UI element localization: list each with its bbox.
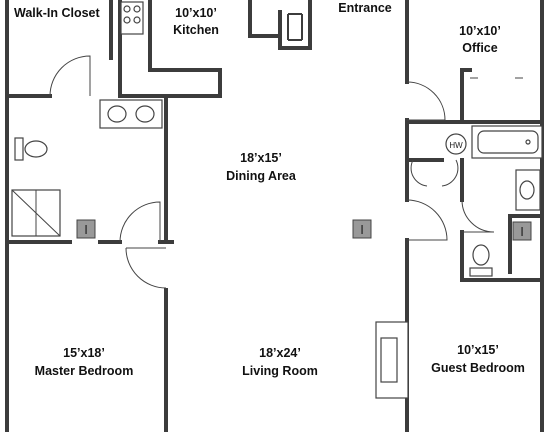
fireplace-icon — [375, 321, 409, 399]
stove-icon — [120, 1, 144, 35]
vent-icon: I — [76, 219, 96, 239]
water-heater-icon: HW — [445, 133, 467, 155]
door-swing — [119, 201, 161, 243]
svg-text:I: I — [520, 224, 524, 239]
sink-icon — [515, 169, 541, 211]
fixtures: I I I HW — [11, 1, 543, 399]
double-sink-icon — [99, 99, 163, 129]
svg-text:I: I — [360, 222, 364, 237]
kitchen-name: Kitchen — [173, 23, 219, 37]
door-swing — [461, 199, 495, 233]
walk-in-closet-name: Walk-In Closet — [14, 6, 100, 20]
shower-icon — [11, 189, 61, 237]
vent-icon: I — [512, 221, 532, 241]
office-name: Office — [462, 41, 497, 55]
door-swing — [406, 199, 448, 241]
office-size: 10’x10’ — [459, 24, 501, 38]
dining-area-size: 18’x15’ — [240, 151, 282, 165]
living-room-size: 18’x24’ — [259, 346, 301, 360]
toilet-icon — [469, 244, 493, 277]
water-heater-label: HW — [449, 141, 463, 150]
living-room-name: Living Room — [242, 364, 318, 378]
master-bedroom-name: Master Bedroom — [35, 364, 134, 378]
door-swing — [410, 159, 459, 187]
toilet-icon — [14, 137, 48, 161]
bathtub-icon — [471, 125, 543, 159]
door-swing — [125, 247, 167, 289]
guest-bedroom-name: Guest Bedroom — [431, 361, 525, 375]
entrance-name: Entrance — [338, 1, 392, 15]
vent-icon: I — [352, 219, 372, 239]
door-swing — [406, 81, 446, 121]
dining-area-name: Dining Area — [226, 169, 297, 183]
guest-bedroom-size: 10’x15’ — [457, 343, 499, 357]
doors — [49, 55, 495, 289]
kitchen-size: 10’x10’ — [175, 6, 217, 20]
master-bedroom-size: 15’x18’ — [63, 346, 105, 360]
room-labels: Walk-In Closet 10’x10’ Kitchen Entrance … — [14, 1, 525, 378]
svg-text:I: I — [84, 222, 88, 237]
door-swing — [49, 55, 91, 97]
